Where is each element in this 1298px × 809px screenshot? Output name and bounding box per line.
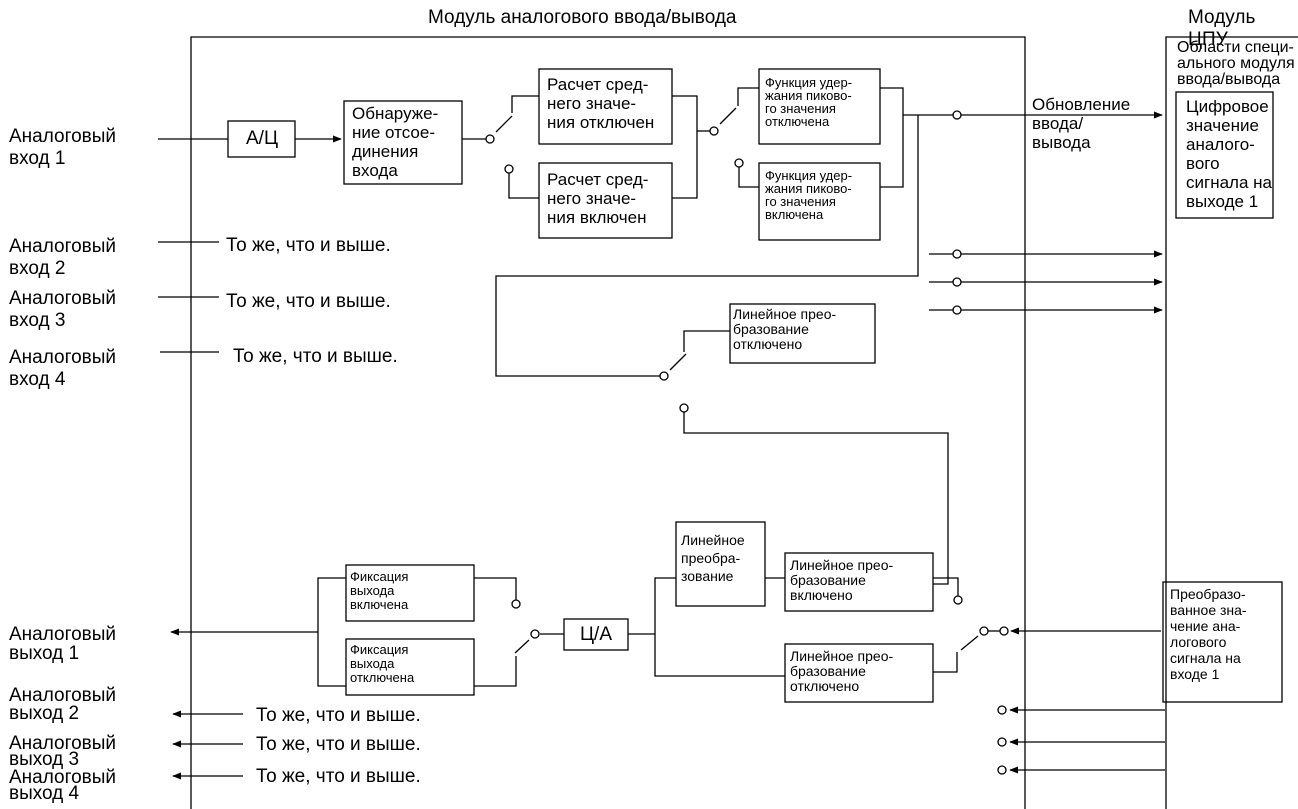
digital-out-label: Цифровое значение аналого- вого сигнала …: [1186, 97, 1272, 211]
scale-out-off-label: Линейное прео- бразование отключено: [790, 648, 894, 694]
hold-off-label: Фиксация выхода отключена: [350, 642, 415, 685]
same-as-above-input-2: То же, что и выше.: [226, 235, 391, 256]
peak-on-label: Функция удер- жания пиково- го значения …: [765, 168, 853, 222]
avg-on-label: Расчет сред- него значе- ния включен: [547, 170, 649, 227]
same-as-above-output-2: То же, что и выше.: [256, 705, 421, 726]
analog-output-1-label: Аналоговый выход 1: [9, 624, 117, 664]
same-as-above-input-4: То же, что и выше.: [233, 346, 398, 367]
scale-out-on-box: [784, 552, 934, 612]
disconnect-detect-box: [343, 100, 463, 185]
cpu-module-title: Модуль ЦПУ: [1188, 7, 1256, 50]
scale-out-off-box: [784, 643, 934, 703]
avg-off-label: Расчет сред- него значе- ния отключен: [547, 75, 655, 132]
peak-on-box: [758, 162, 881, 241]
cpu-area-title: Области специ- ального модуля ввода/выво…: [1177, 39, 1295, 88]
io-refresh-label: Обновление ввода/ вывода: [1032, 95, 1131, 152]
same-as-above-output-3: То же, что и выше.: [256, 734, 421, 755]
digital-out-box: [1175, 91, 1274, 219]
analog-output-4-label: Аналоговый выход 4: [9, 767, 117, 804]
converted-value-box: [1162, 581, 1283, 703]
analog-output-3-label: Аналоговый выход 3: [9, 733, 117, 770]
analog-output-2-label: Аналоговый выход 2: [9, 685, 117, 724]
hold-on-label: Фиксация выхода включена: [350, 569, 409, 612]
converted-value-label: Преобразо- ванное зна- чение ана- логово…: [1170, 586, 1247, 682]
analog-input-3-label: Аналоговый вход 3: [9, 288, 117, 331]
analog-input-1-label: Аналоговый вход 1: [9, 126, 117, 169]
dac-label: Ц/А: [580, 624, 613, 645]
scale-in-off-label: Линейное прео- бразование отключено: [733, 306, 837, 352]
analog-input-2-label: Аналоговый вход 2: [9, 236, 117, 279]
avg-on-box: [538, 162, 673, 239]
scale-in-off-box: [729, 303, 876, 364]
scaling-box: [675, 521, 766, 607]
cpu-module-frame: [1165, 36, 1298, 809]
adc-label: А/Ц: [246, 128, 279, 149]
hold-off-box: [345, 638, 475, 696]
avg-off-box: [538, 68, 673, 145]
scaling-label: Линейное преобра- зование: [681, 532, 745, 584]
peak-off-label: Функция удер- жания пиково- го значения …: [765, 75, 853, 129]
disconnect-detect-label: Обнаруже- ние отсое- динения входа: [352, 104, 439, 180]
same-as-above-input-3: То же, что и выше.: [226, 291, 391, 312]
same-as-above-output-4: То же, что и выше.: [256, 766, 421, 787]
analog-input-4-label: Аналоговый вход 4: [9, 347, 117, 390]
scale-out-on-label: Линейное прео- бразование включено: [790, 557, 894, 603]
hold-on-box: [345, 564, 475, 622]
io-module-frame: [190, 36, 1026, 809]
io-module-title: Модуль аналогового ввода/вывода: [428, 7, 737, 28]
peak-off-box: [758, 68, 881, 145]
